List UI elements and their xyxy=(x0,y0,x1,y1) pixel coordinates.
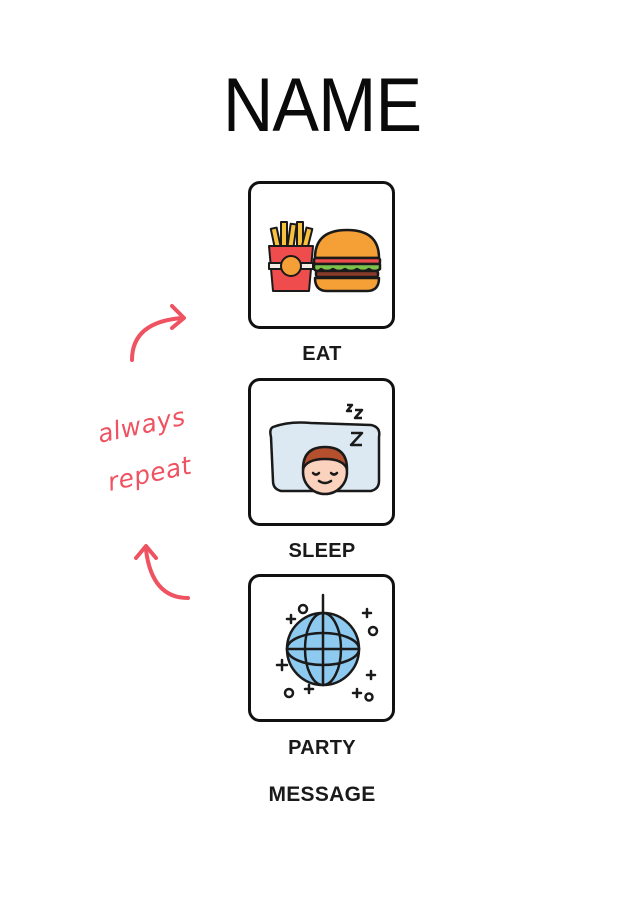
annotation-line2: repeat xyxy=(104,450,195,497)
disco-ball-icon xyxy=(275,593,379,702)
page-title: NAME xyxy=(222,63,422,148)
curved-arrow-up-icon xyxy=(134,544,190,600)
curved-arrow-up-right-icon xyxy=(130,304,186,362)
message-text: MESSAGE xyxy=(268,783,376,806)
sleep-card xyxy=(248,378,395,526)
eat-label: EAT xyxy=(302,343,342,365)
eat-card xyxy=(248,181,395,329)
fries-burger-icon xyxy=(268,221,382,293)
annotation-line1: always xyxy=(94,401,188,449)
sleeping-face-icon xyxy=(269,403,381,496)
party-label: PARTY xyxy=(288,737,356,759)
party-card xyxy=(248,574,395,722)
sleep-label: SLEEP xyxy=(288,540,356,562)
